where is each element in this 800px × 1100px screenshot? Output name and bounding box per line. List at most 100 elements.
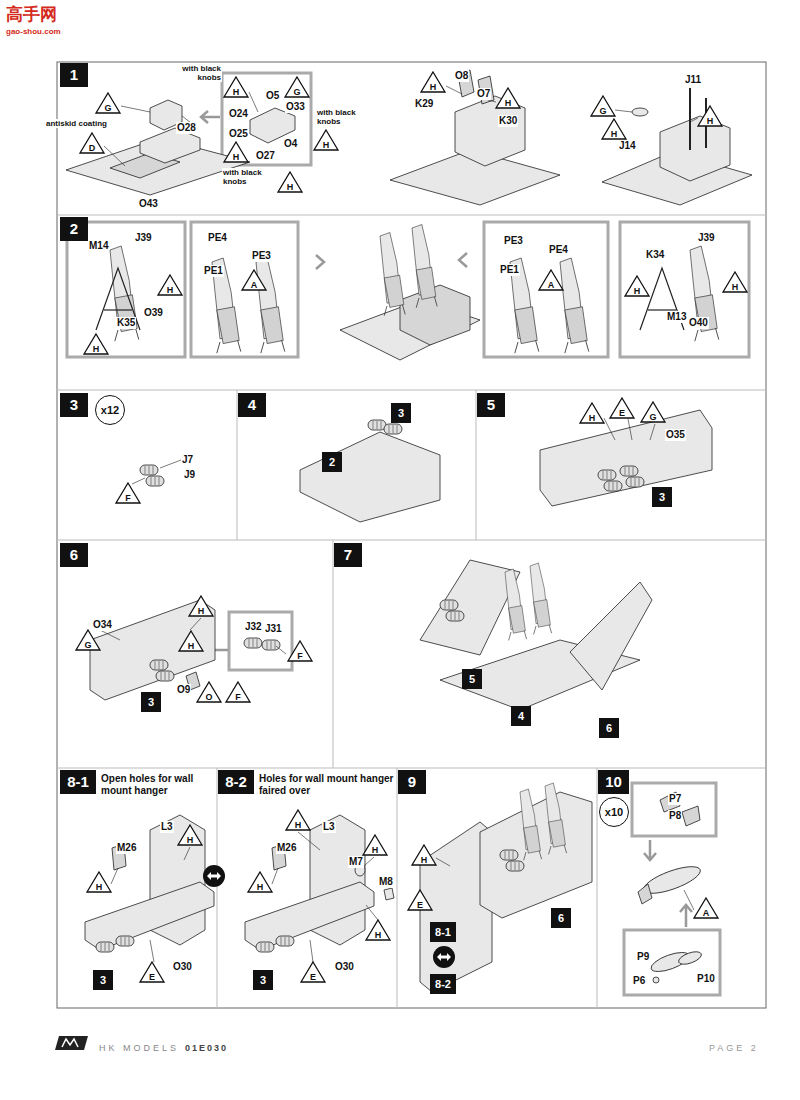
part-number: P7 xyxy=(668,793,682,805)
part-number: J14 xyxy=(618,140,637,152)
paint-triangle: H xyxy=(411,844,437,866)
subassembly-ref: 5 xyxy=(462,669,482,689)
subassembly-ref: 3 xyxy=(391,403,411,423)
paint-code: H xyxy=(223,87,249,97)
page-frame xyxy=(57,62,766,1008)
paint-triangle: G xyxy=(284,76,310,98)
part-number: PE3 xyxy=(251,250,272,262)
step-number: 2 xyxy=(60,217,88,241)
triangle-outline xyxy=(723,272,747,292)
part-drawing xyxy=(480,792,592,918)
frame-drawing xyxy=(104,309,132,310)
note-text: with black knobs xyxy=(176,64,222,82)
paint-triangle: H xyxy=(722,271,748,293)
quantity-circle: x10 xyxy=(599,797,629,827)
flow-arrow xyxy=(316,255,324,269)
flow-arrow xyxy=(680,905,692,912)
frame-drawing xyxy=(96,268,684,330)
paint-code: H xyxy=(178,641,204,651)
part-number: O7 xyxy=(476,88,491,100)
step-label: 3 xyxy=(70,396,78,413)
part-drawing xyxy=(384,888,394,900)
part-number: J11 xyxy=(684,74,702,86)
step-label: 4 xyxy=(518,710,524,722)
step-label: 2 xyxy=(70,220,78,237)
triangle-outline xyxy=(301,962,325,982)
page-frame xyxy=(397,768,398,1008)
part-number: O28 xyxy=(176,122,197,134)
leader-line xyxy=(184,847,190,860)
triangle-outline xyxy=(591,96,615,116)
part-number: O35 xyxy=(665,429,686,441)
part-number: J39 xyxy=(134,232,153,244)
note-text: with black knobs xyxy=(222,168,268,186)
detail-frame xyxy=(620,222,749,357)
part-drawing xyxy=(682,806,700,826)
part-number: P10 xyxy=(696,973,716,985)
step-number: 8-2 xyxy=(218,770,254,794)
leader-line xyxy=(111,868,118,884)
paint-triangle: G xyxy=(95,92,121,114)
paint-code: H xyxy=(223,152,249,162)
detail-frame xyxy=(67,73,749,995)
paint-triangle: H xyxy=(697,105,723,127)
alternative-symbol xyxy=(203,865,455,968)
paint-code: H xyxy=(83,344,109,354)
seat-drawing xyxy=(412,225,437,308)
paint-code: F xyxy=(115,493,141,503)
subassembly-ref: 3 xyxy=(253,970,273,990)
part-number: P6 xyxy=(632,975,646,987)
flow-arrow xyxy=(649,840,652,860)
paint-triangle: A xyxy=(693,897,719,919)
step-label: 9 xyxy=(408,773,416,790)
paint-code: F xyxy=(225,692,251,702)
part-number: J9 xyxy=(183,469,196,481)
part-number: O9 xyxy=(176,684,191,696)
part-drawing xyxy=(638,884,652,904)
part-drawing xyxy=(689,88,691,150)
part-number: PE4 xyxy=(207,232,228,244)
subassembly-ref: 8-1 xyxy=(430,922,456,942)
leader-line xyxy=(150,940,154,962)
paint-code: D xyxy=(79,143,105,153)
part-number: O39 xyxy=(143,307,164,319)
triangle-outline xyxy=(87,872,111,892)
paint-code: H xyxy=(495,98,521,108)
paint-code: G xyxy=(284,87,310,97)
paint-code: H xyxy=(601,129,627,139)
part-number: L3 xyxy=(160,821,174,833)
quantity-text: x12 xyxy=(101,404,119,416)
part-number: O25 xyxy=(228,128,249,140)
paint-triangle: H xyxy=(313,129,339,151)
part-number: O24 xyxy=(228,108,249,120)
page-frame xyxy=(57,62,766,1008)
leader-line xyxy=(190,618,201,630)
seat-drawing xyxy=(110,225,719,861)
part-drawing xyxy=(540,410,712,506)
triangle-outline xyxy=(314,130,338,150)
paint-triangle: H xyxy=(495,87,521,109)
paint-triangle: H xyxy=(178,630,204,652)
paint-code: F xyxy=(287,651,313,661)
step-number: 9 xyxy=(398,770,426,794)
paint-code: H xyxy=(362,845,388,855)
triangle-outline xyxy=(285,77,309,97)
part-drawing xyxy=(632,108,648,116)
cylinder-drawing xyxy=(506,861,524,871)
leader-line xyxy=(366,905,378,920)
triangle-outline xyxy=(242,270,266,290)
paint-triangle: E xyxy=(609,397,635,419)
paint-code: O xyxy=(196,692,222,702)
leader-line xyxy=(446,86,462,94)
seat-drawing xyxy=(545,783,567,854)
paint-code: A xyxy=(241,280,267,290)
leader-line xyxy=(100,86,698,962)
paint-triangle: G xyxy=(640,401,666,423)
paint-code: E xyxy=(407,900,433,910)
alternative-symbol xyxy=(437,953,451,961)
brand-logo xyxy=(55,1036,88,1050)
leader-line xyxy=(104,146,125,166)
note-text: with black knobs xyxy=(316,108,362,126)
leader-line xyxy=(310,940,313,962)
